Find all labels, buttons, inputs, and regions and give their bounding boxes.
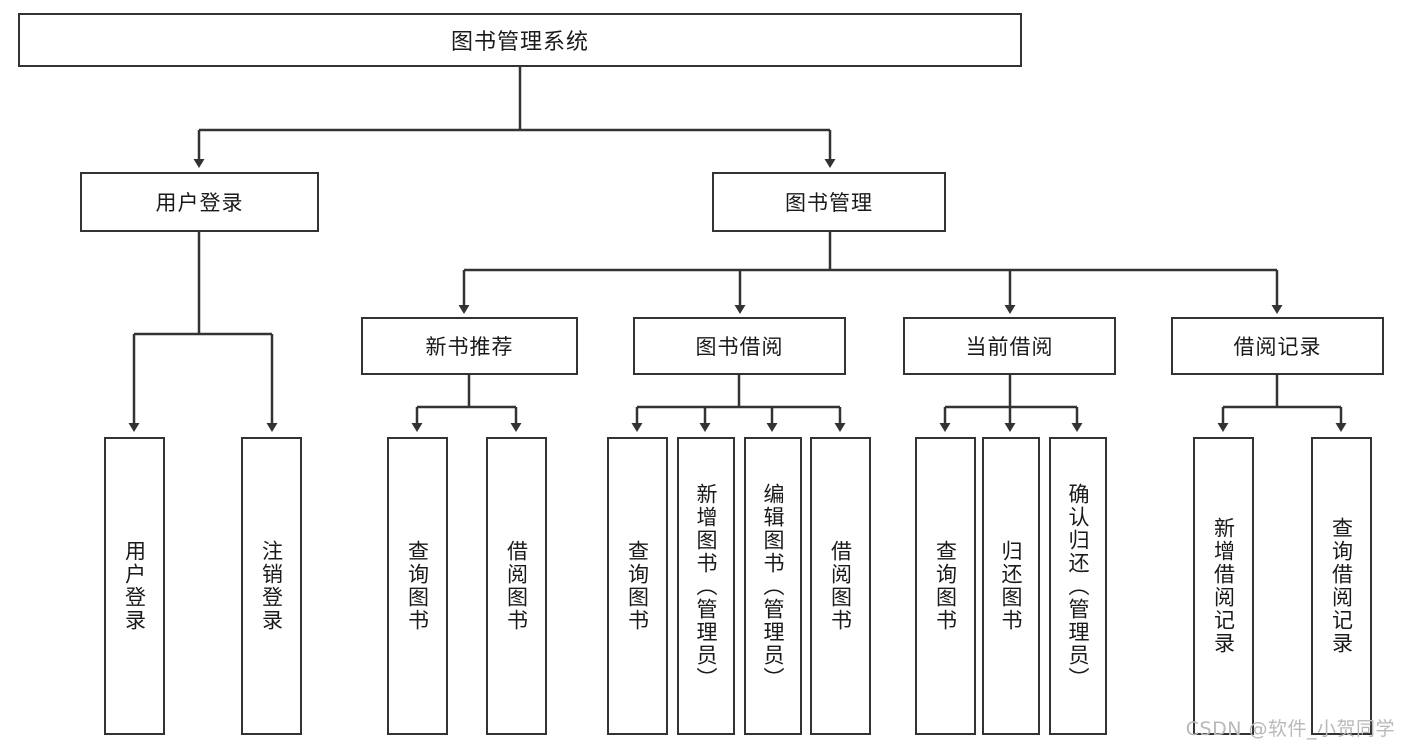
node-label: 借阅记录 bbox=[1233, 335, 1322, 359]
node-label: 新书推荐 bbox=[425, 335, 514, 359]
node-label: 编辑图书（管理员） bbox=[761, 482, 786, 690]
leaf-book-borrow-query-book[interactable]: 查询图书 bbox=[607, 437, 668, 735]
leaf-book-borrow-edit-book-admin[interactable]: 编辑图书（管理员） bbox=[744, 437, 802, 735]
node-label: 确认归还（管理员） bbox=[1066, 482, 1091, 690]
node-label: 归还图书 bbox=[999, 540, 1024, 632]
node-label: 借阅图书 bbox=[504, 540, 529, 632]
leaf-current-borrow-confirm-return-admin[interactable]: 确认归还（管理员） bbox=[1049, 437, 1107, 735]
leaf-user-login-login[interactable]: 用户登录 bbox=[104, 437, 165, 735]
leaf-book-borrow-borrow-book[interactable]: 借阅图书 bbox=[810, 437, 871, 735]
node-label: 用户登录 bbox=[122, 540, 147, 632]
leaf-user-login-logout[interactable]: 注销登录 bbox=[241, 437, 302, 735]
node-book-management[interactable]: 图书管理 bbox=[712, 172, 946, 232]
leaf-new-book-borrow-book[interactable]: 借阅图书 bbox=[486, 437, 547, 735]
node-label: 图书管理 bbox=[785, 191, 873, 215]
leaf-borrow-records-query-record[interactable]: 查询借阅记录 bbox=[1311, 437, 1372, 735]
node-root-book-management-system[interactable]: 图书管理系统 bbox=[18, 13, 1022, 67]
node-label: 用户登录 bbox=[155, 191, 244, 215]
node-label: 新增图书（管理员） bbox=[694, 482, 719, 690]
node-label: 图书管理系统 bbox=[450, 30, 589, 55]
node-user-login[interactable]: 用户登录 bbox=[80, 172, 319, 232]
node-book-borrow[interactable]: 图书借阅 bbox=[633, 317, 846, 375]
leaf-current-borrow-return-book[interactable]: 归还图书 bbox=[982, 437, 1040, 735]
node-label: 当前借阅 bbox=[965, 335, 1054, 359]
node-borrow-records[interactable]: 借阅记录 bbox=[1171, 317, 1384, 375]
node-label: 查询图书 bbox=[405, 540, 430, 632]
node-label: 图书借阅 bbox=[695, 335, 784, 359]
node-current-borrow[interactable]: 当前借阅 bbox=[903, 317, 1116, 375]
node-label: 查询借阅记录 bbox=[1329, 517, 1354, 655]
node-label: 借阅图书 bbox=[828, 540, 853, 632]
node-label: 查询图书 bbox=[933, 540, 958, 632]
node-new-book-recommend[interactable]: 新书推荐 bbox=[361, 317, 578, 375]
leaf-book-borrow-add-book-admin[interactable]: 新增图书（管理员） bbox=[677, 437, 735, 735]
leaf-new-book-query-book[interactable]: 查询图书 bbox=[387, 437, 448, 735]
node-label: 注销登录 bbox=[259, 540, 284, 632]
leaf-current-borrow-query-book[interactable]: 查询图书 bbox=[915, 437, 976, 735]
node-label: 新增借阅记录 bbox=[1211, 517, 1236, 655]
watermark-text: CSDN @软件_小贺同学 bbox=[1185, 718, 1395, 740]
node-label: 查询图书 bbox=[625, 540, 650, 632]
leaf-borrow-records-add-record[interactable]: 新增借阅记录 bbox=[1193, 437, 1254, 735]
